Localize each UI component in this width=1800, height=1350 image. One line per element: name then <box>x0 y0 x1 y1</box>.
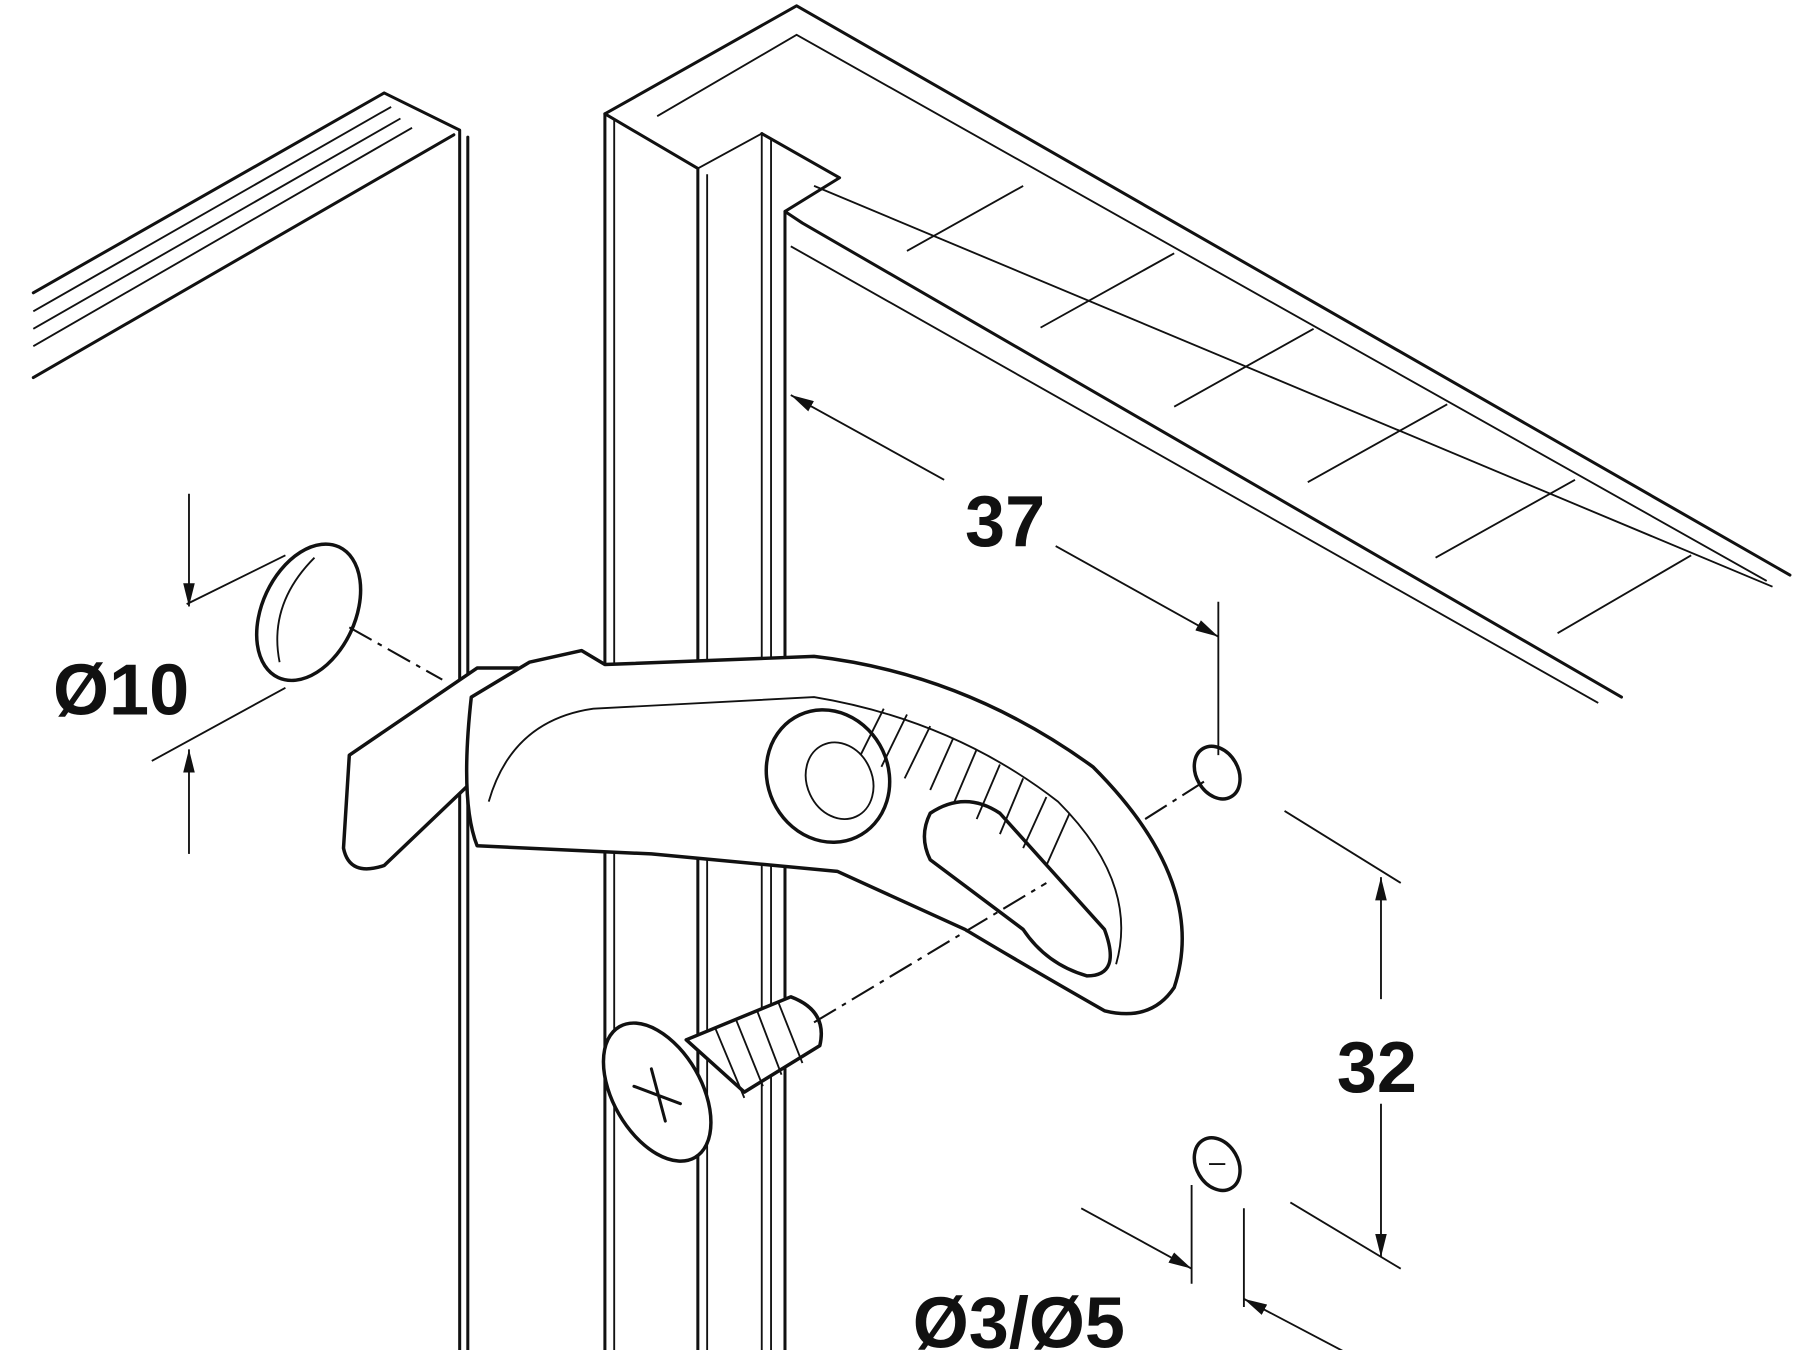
screw-holes <box>1144 744 1242 1193</box>
dimension-37: 37 <box>790 394 1220 756</box>
dimension-32: 32 <box>1284 810 1417 1270</box>
dimension-10-label: Ø10 <box>53 651 189 731</box>
connector-fitting <box>341 648 1184 1016</box>
dimension-3-5-label: Ø3/Ø5 <box>913 1284 1125 1350</box>
dimension-diameter-3-5: Ø3/Ø5 <box>913 1185 1344 1350</box>
dimension-32-label: 32 <box>1337 1028 1417 1108</box>
dimension-diameter-10: Ø10 <box>53 493 286 854</box>
dimension-37-label: 37 <box>965 482 1045 562</box>
countersunk-screw <box>601 882 1047 1163</box>
bore-hole-10mm <box>254 542 443 683</box>
